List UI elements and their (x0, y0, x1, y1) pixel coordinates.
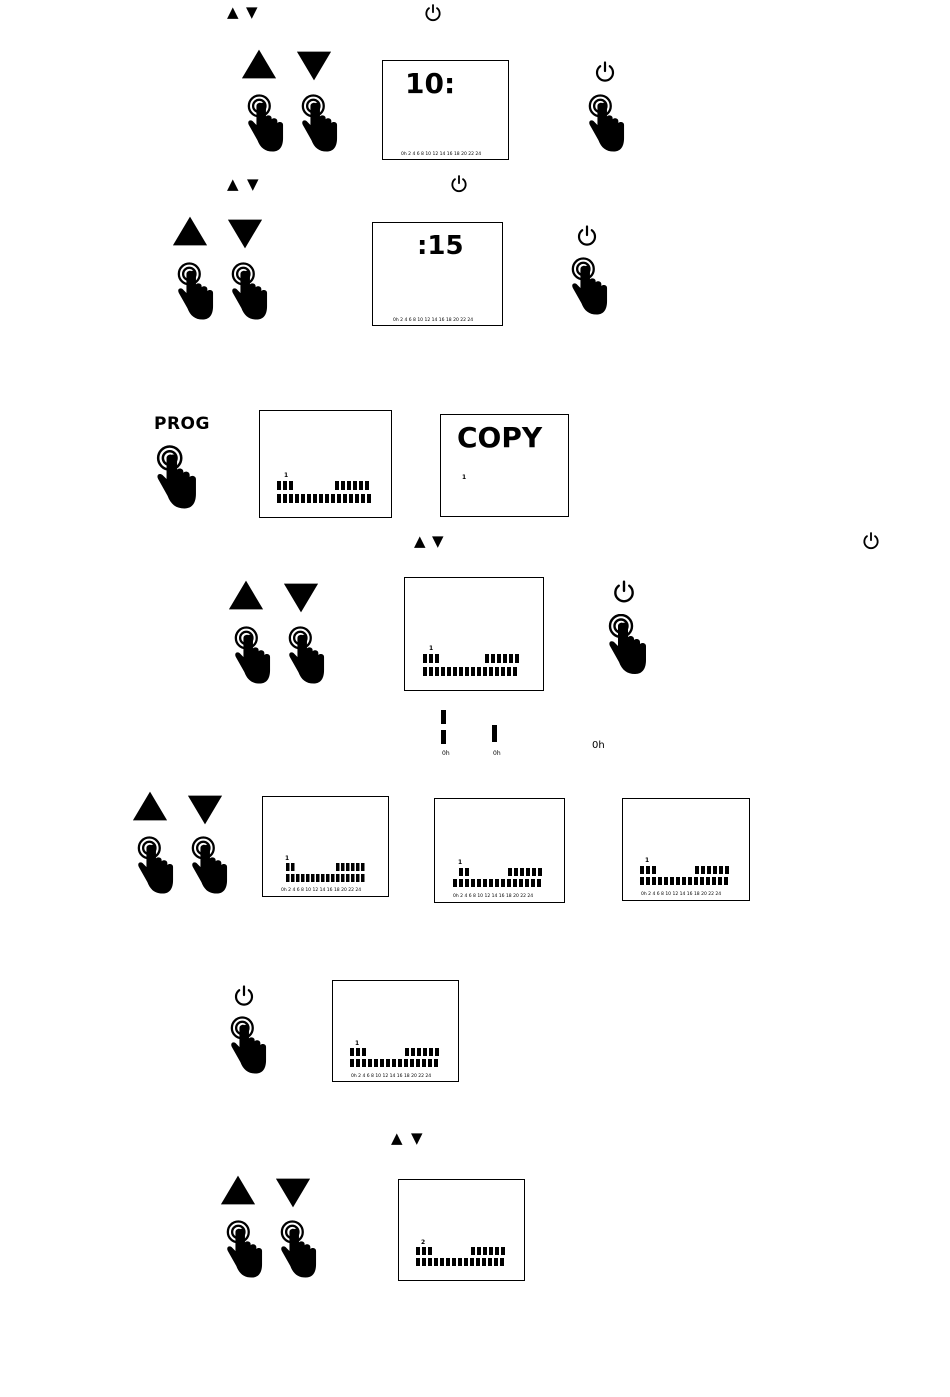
lcd-display-variant-a: 1 0h 2 4 6 8 10 12 14 16 18 20 22 24 (262, 796, 389, 897)
pointing-hand-icon (233, 626, 271, 686)
pointing-hand-icon (570, 257, 608, 317)
day-number: 1 (285, 856, 289, 862)
hour-ticks: 0h 2 4 6 8 10 12 14 16 18 20 22 24 (401, 152, 481, 157)
hour-ticks: 0h 2 4 6 8 10 12 14 16 18 20 22 24 (281, 888, 361, 893)
lcd-big-text: :15 (417, 231, 464, 261)
pointing-hand-icon (279, 1220, 317, 1280)
up-arrow-icon[interactable] (172, 215, 208, 247)
pointing-hand-icon (300, 94, 338, 154)
pointing-hand-icon (607, 614, 647, 676)
power-icon[interactable] (575, 222, 599, 250)
lcd-display-hour: 10: 0h 2 4 6 8 10 12 14 16 18 20 22 24 (382, 60, 509, 160)
minute-ticks: 0h 2 4 6 8 10 12 14 16 18 20 22 24 (393, 318, 473, 323)
down-arrow-icon[interactable] (275, 1177, 311, 1209)
pointing-hand-icon (229, 1016, 267, 1076)
pointing-hand-icon (246, 94, 284, 154)
segment-two-bars-icon (439, 709, 449, 745)
day-number: 1 (462, 475, 466, 481)
power-icon[interactable] (232, 982, 256, 1010)
up-arrow-icon[interactable] (228, 579, 264, 611)
up-triangle-text-icon: ▲ (227, 177, 239, 192)
up-arrow-icon[interactable] (241, 48, 277, 80)
power-icon (861, 529, 881, 553)
hour-ticks: 0h 2 4 6 8 10 12 14 16 18 20 22 24 (641, 892, 721, 897)
program-bars (286, 863, 370, 885)
down-triangle-text-icon: ▼ (246, 5, 258, 20)
day-number: 1 (355, 1041, 359, 1047)
lcd-big-text: 10: (405, 67, 455, 100)
down-arrow-icon[interactable] (187, 794, 223, 826)
program-bars (453, 868, 545, 890)
down-triangle-text-icon: ▼ (411, 1131, 423, 1146)
lcd-display-minute: :15 0h 2 4 6 8 10 12 14 16 18 20 22 24 (372, 222, 503, 326)
lcd-display-confirm: 1 0h 2 4 6 8 10 12 14 16 18 20 22 24 (332, 980, 459, 1082)
pointing-hand-icon (155, 444, 197, 512)
day-number: 2 (421, 1240, 425, 1246)
program-bars (640, 866, 732, 888)
down-arrow-icon[interactable] (296, 50, 332, 82)
power-icon[interactable] (593, 58, 617, 86)
program-bars (423, 654, 523, 680)
program-bars (277, 481, 373, 507)
lcd-display-variant-c: 1 0h 2 4 6 8 10 12 14 16 18 20 22 24 (622, 798, 750, 901)
day-number: 1 (645, 858, 649, 864)
pointing-hand-icon (225, 1220, 263, 1280)
lcd-display-prog: 1 (259, 410, 392, 518)
lcd-display-next-day: 2 (398, 1179, 525, 1281)
up-arrow-icon[interactable] (132, 790, 168, 822)
pointing-hand-icon (190, 836, 228, 896)
power-icon[interactable] (611, 577, 637, 607)
up-triangle-text-icon: ▲ (414, 534, 426, 549)
down-triangle-text-icon: ▼ (247, 177, 259, 192)
power-icon (423, 2, 443, 24)
lcd-display-copy: COPY 1 (440, 414, 569, 517)
pointing-hand-icon (176, 262, 214, 322)
pointing-hand-icon (587, 94, 625, 154)
down-triangle-text-icon: ▼ (432, 534, 444, 549)
lcd-display-program-edit: 1 (404, 577, 544, 691)
segment-label: 0h (442, 750, 450, 757)
program-bars (350, 1048, 442, 1070)
up-arrow-icon[interactable] (220, 1174, 256, 1206)
pointing-hand-icon (230, 262, 268, 322)
copy-text: COPY (457, 421, 542, 454)
segment-one-bar-icon (490, 724, 500, 744)
pointing-hand-icon (136, 836, 174, 896)
pointing-hand-icon (287, 626, 325, 686)
hour-ticks: 0h 2 4 6 8 10 12 14 16 18 20 22 24 (453, 894, 533, 899)
segment-empty-label: 0h (592, 740, 605, 751)
power-icon (449, 172, 469, 196)
up-triangle-text-icon: ▲ (391, 1131, 403, 1146)
prog-button-label[interactable]: PROG (154, 414, 210, 434)
down-arrow-icon[interactable] (227, 218, 263, 250)
day-number: 1 (284, 473, 288, 479)
hour-ticks: 0h 2 4 6 8 10 12 14 16 18 20 22 24 (351, 1074, 431, 1079)
up-triangle-text-icon: ▲ (227, 5, 239, 20)
day-number: 1 (429, 646, 433, 652)
program-bars (416, 1247, 508, 1269)
down-arrow-icon[interactable] (283, 582, 319, 614)
lcd-display-variant-b: 1 0h 2 4 6 8 10 12 14 16 18 20 22 24 (434, 798, 565, 903)
day-number: 1 (458, 860, 462, 866)
segment-label: 0h (493, 750, 501, 757)
